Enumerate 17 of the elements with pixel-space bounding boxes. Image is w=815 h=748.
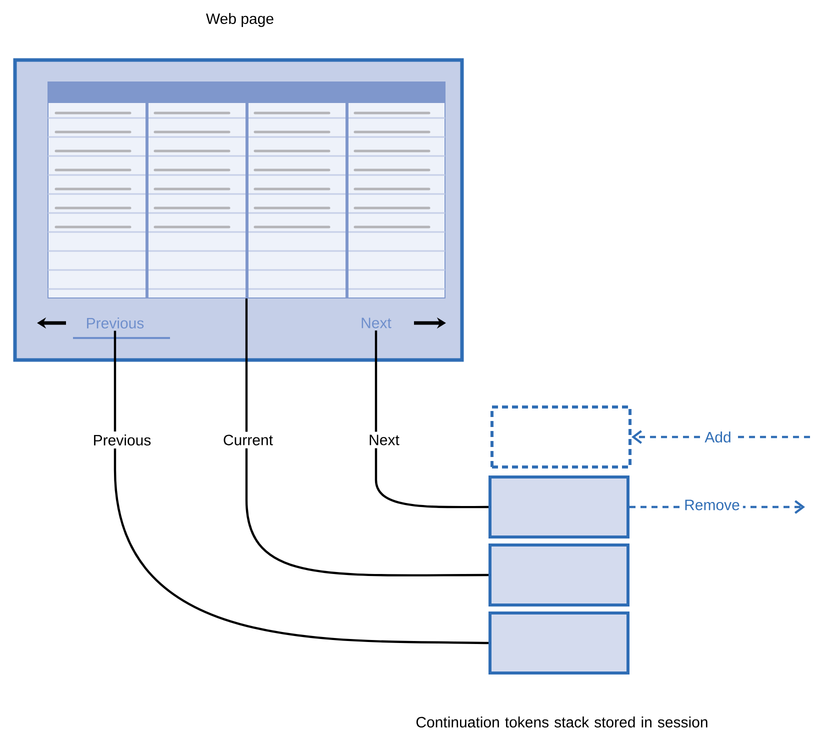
link: Previous: [73, 318, 170, 339]
connector: [374, 330, 488, 508]
table-drawing: [48, 82, 446, 298]
page-title: Web page: [206, 13, 274, 27]
edge-label: Previous: [90, 432, 154, 449]
edge-label: Next: [366, 432, 402, 448]
edge-label: Add: [702, 428, 734, 446]
token-box: [488, 476, 630, 538]
connector: [245, 298, 488, 576]
edge-label: Remove: [681, 496, 743, 514]
edge-label: Current: [220, 432, 276, 448]
link: Next: [362, 318, 392, 328]
connector: [114, 330, 489, 644]
placeholder-box: [490, 406, 632, 468]
stack-caption: Continuation tokens stack stored in session: [416, 716, 708, 728]
token-box: [488, 612, 630, 674]
token-box: [488, 544, 630, 606]
